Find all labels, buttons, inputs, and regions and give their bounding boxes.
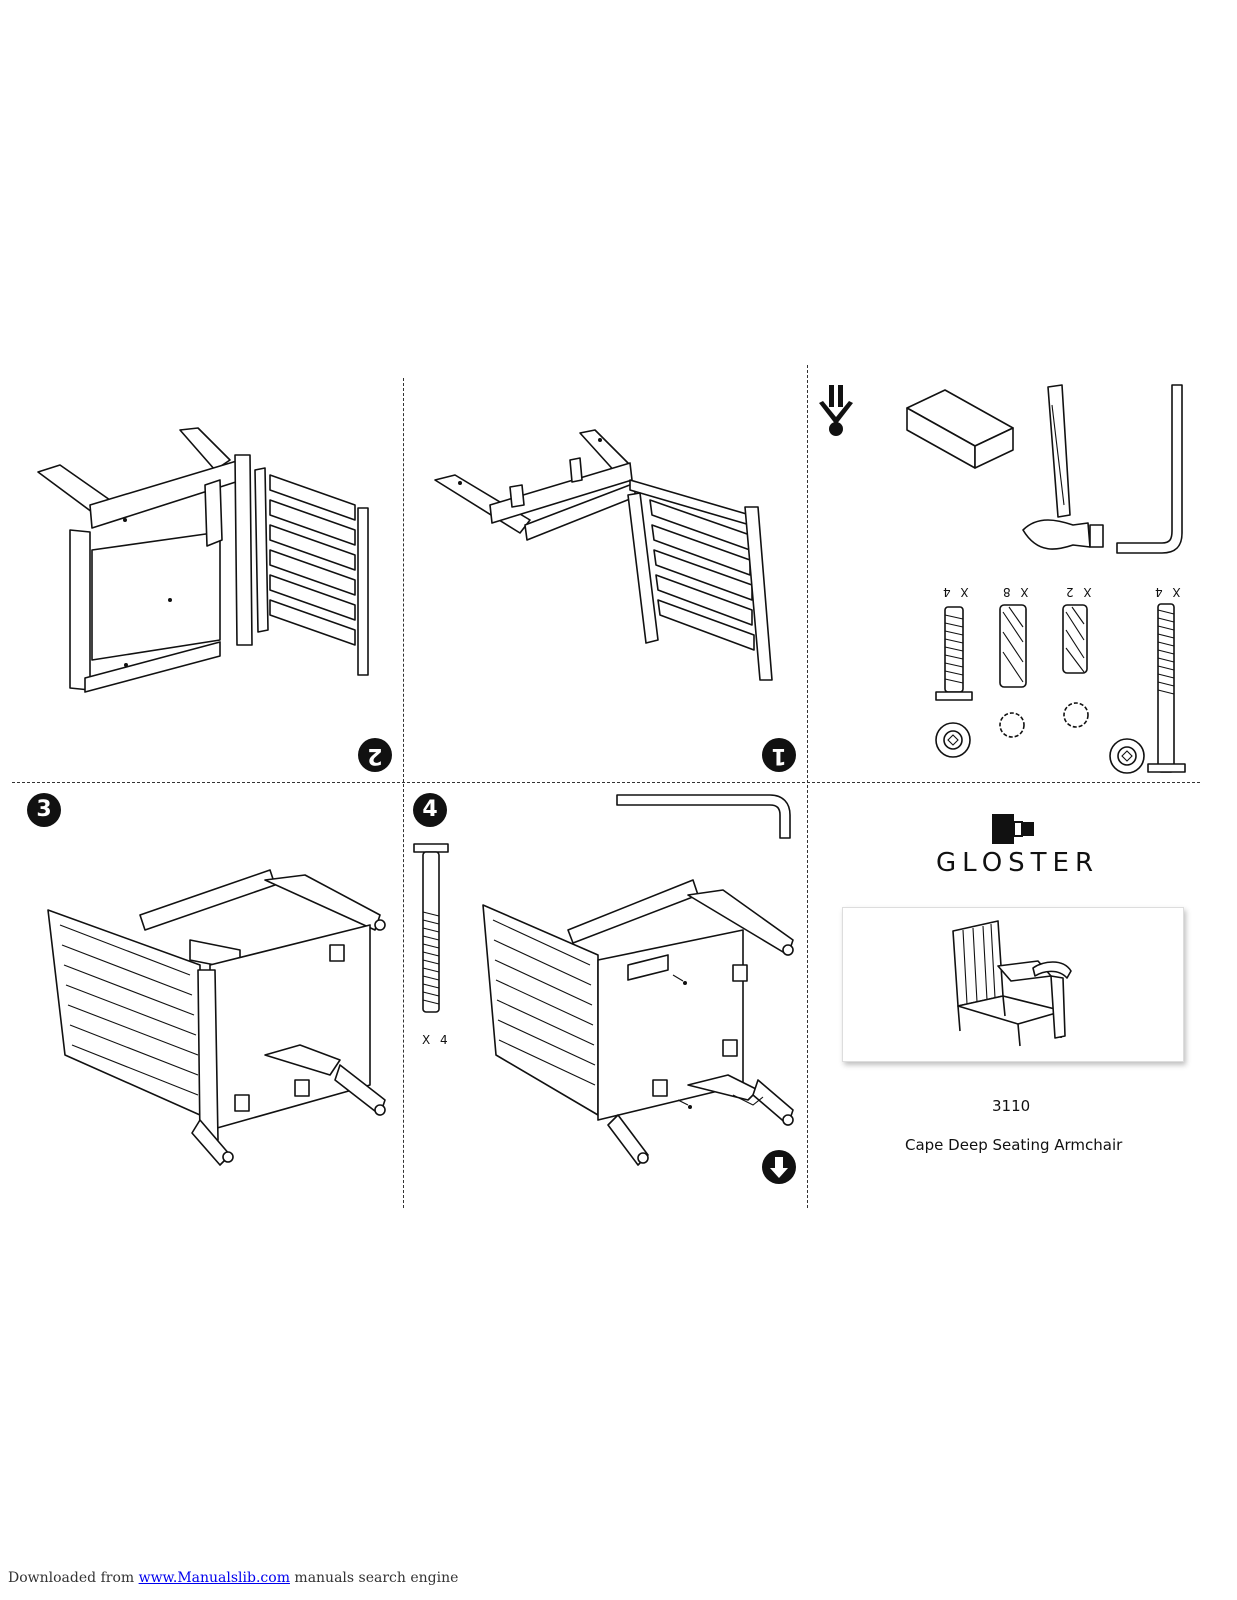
- qty-label-b: X 8: [1000, 585, 1029, 599]
- step1-badge: 1: [762, 738, 796, 772]
- step2-badge: 2: [358, 738, 392, 772]
- brand-name: GLOSTER: [936, 848, 1100, 878]
- footer-prefix: Downloaded from: [8, 1570, 139, 1586]
- step4-allen-key-icon: [616, 794, 791, 839]
- qty-label-c: X 2: [1063, 585, 1092, 599]
- dowel-end-icon-c: [1063, 702, 1089, 728]
- arrow-down-icon: [770, 1157, 788, 1178]
- product-image-frame: [842, 907, 1184, 1062]
- step4-illustration: [482, 879, 794, 1166]
- qty-label-d: X 4: [1152, 585, 1181, 599]
- wood-block-icon: [906, 389, 1014, 469]
- step1-illustration: [434, 429, 773, 681]
- gloster-logo-icon: [992, 814, 1034, 844]
- model-number: 3110: [992, 1097, 1031, 1115]
- short-bolt-icon: [935, 606, 973, 701]
- step3-illustration: [47, 869, 386, 1166]
- dowel-small-icon: [1062, 604, 1088, 674]
- footer-suffix: manuals search engine: [289, 1570, 459, 1586]
- download-footer: Downloaded from www.Manualslib.com manua…: [8, 1570, 458, 1586]
- allen-key-icon: [1116, 384, 1183, 554]
- dowel-large-icon: [999, 604, 1027, 688]
- divider-horizontal: [12, 782, 1200, 783]
- turn-over-badge: [762, 1150, 796, 1184]
- product-name: Cape Deep Seating Armchair: [905, 1136, 1123, 1154]
- dowel-end-icon-b: [999, 712, 1025, 738]
- step3-badge: 3: [27, 793, 61, 827]
- step4-bolt-qty: X 4: [422, 1033, 451, 1047]
- armchair-image: [952, 920, 1072, 1047]
- divider-vertical-right: [807, 365, 808, 1208]
- step4-badge: 4: [413, 793, 447, 827]
- step4-bolt-icon: [413, 843, 449, 1013]
- divider-vertical-left: [403, 378, 404, 1208]
- two-person-assembly-icon: [819, 385, 853, 436]
- long-bolt-icon: [1147, 603, 1186, 773]
- step2-illustration: [37, 427, 369, 693]
- qty-label-a: X 4: [940, 585, 969, 599]
- manualslib-link[interactable]: www.Manualslib.com: [138, 1570, 290, 1586]
- hammer-icon: [1022, 384, 1104, 550]
- bolt-head-icon-a: [935, 722, 971, 758]
- bolt-head-icon-d: [1109, 738, 1145, 774]
